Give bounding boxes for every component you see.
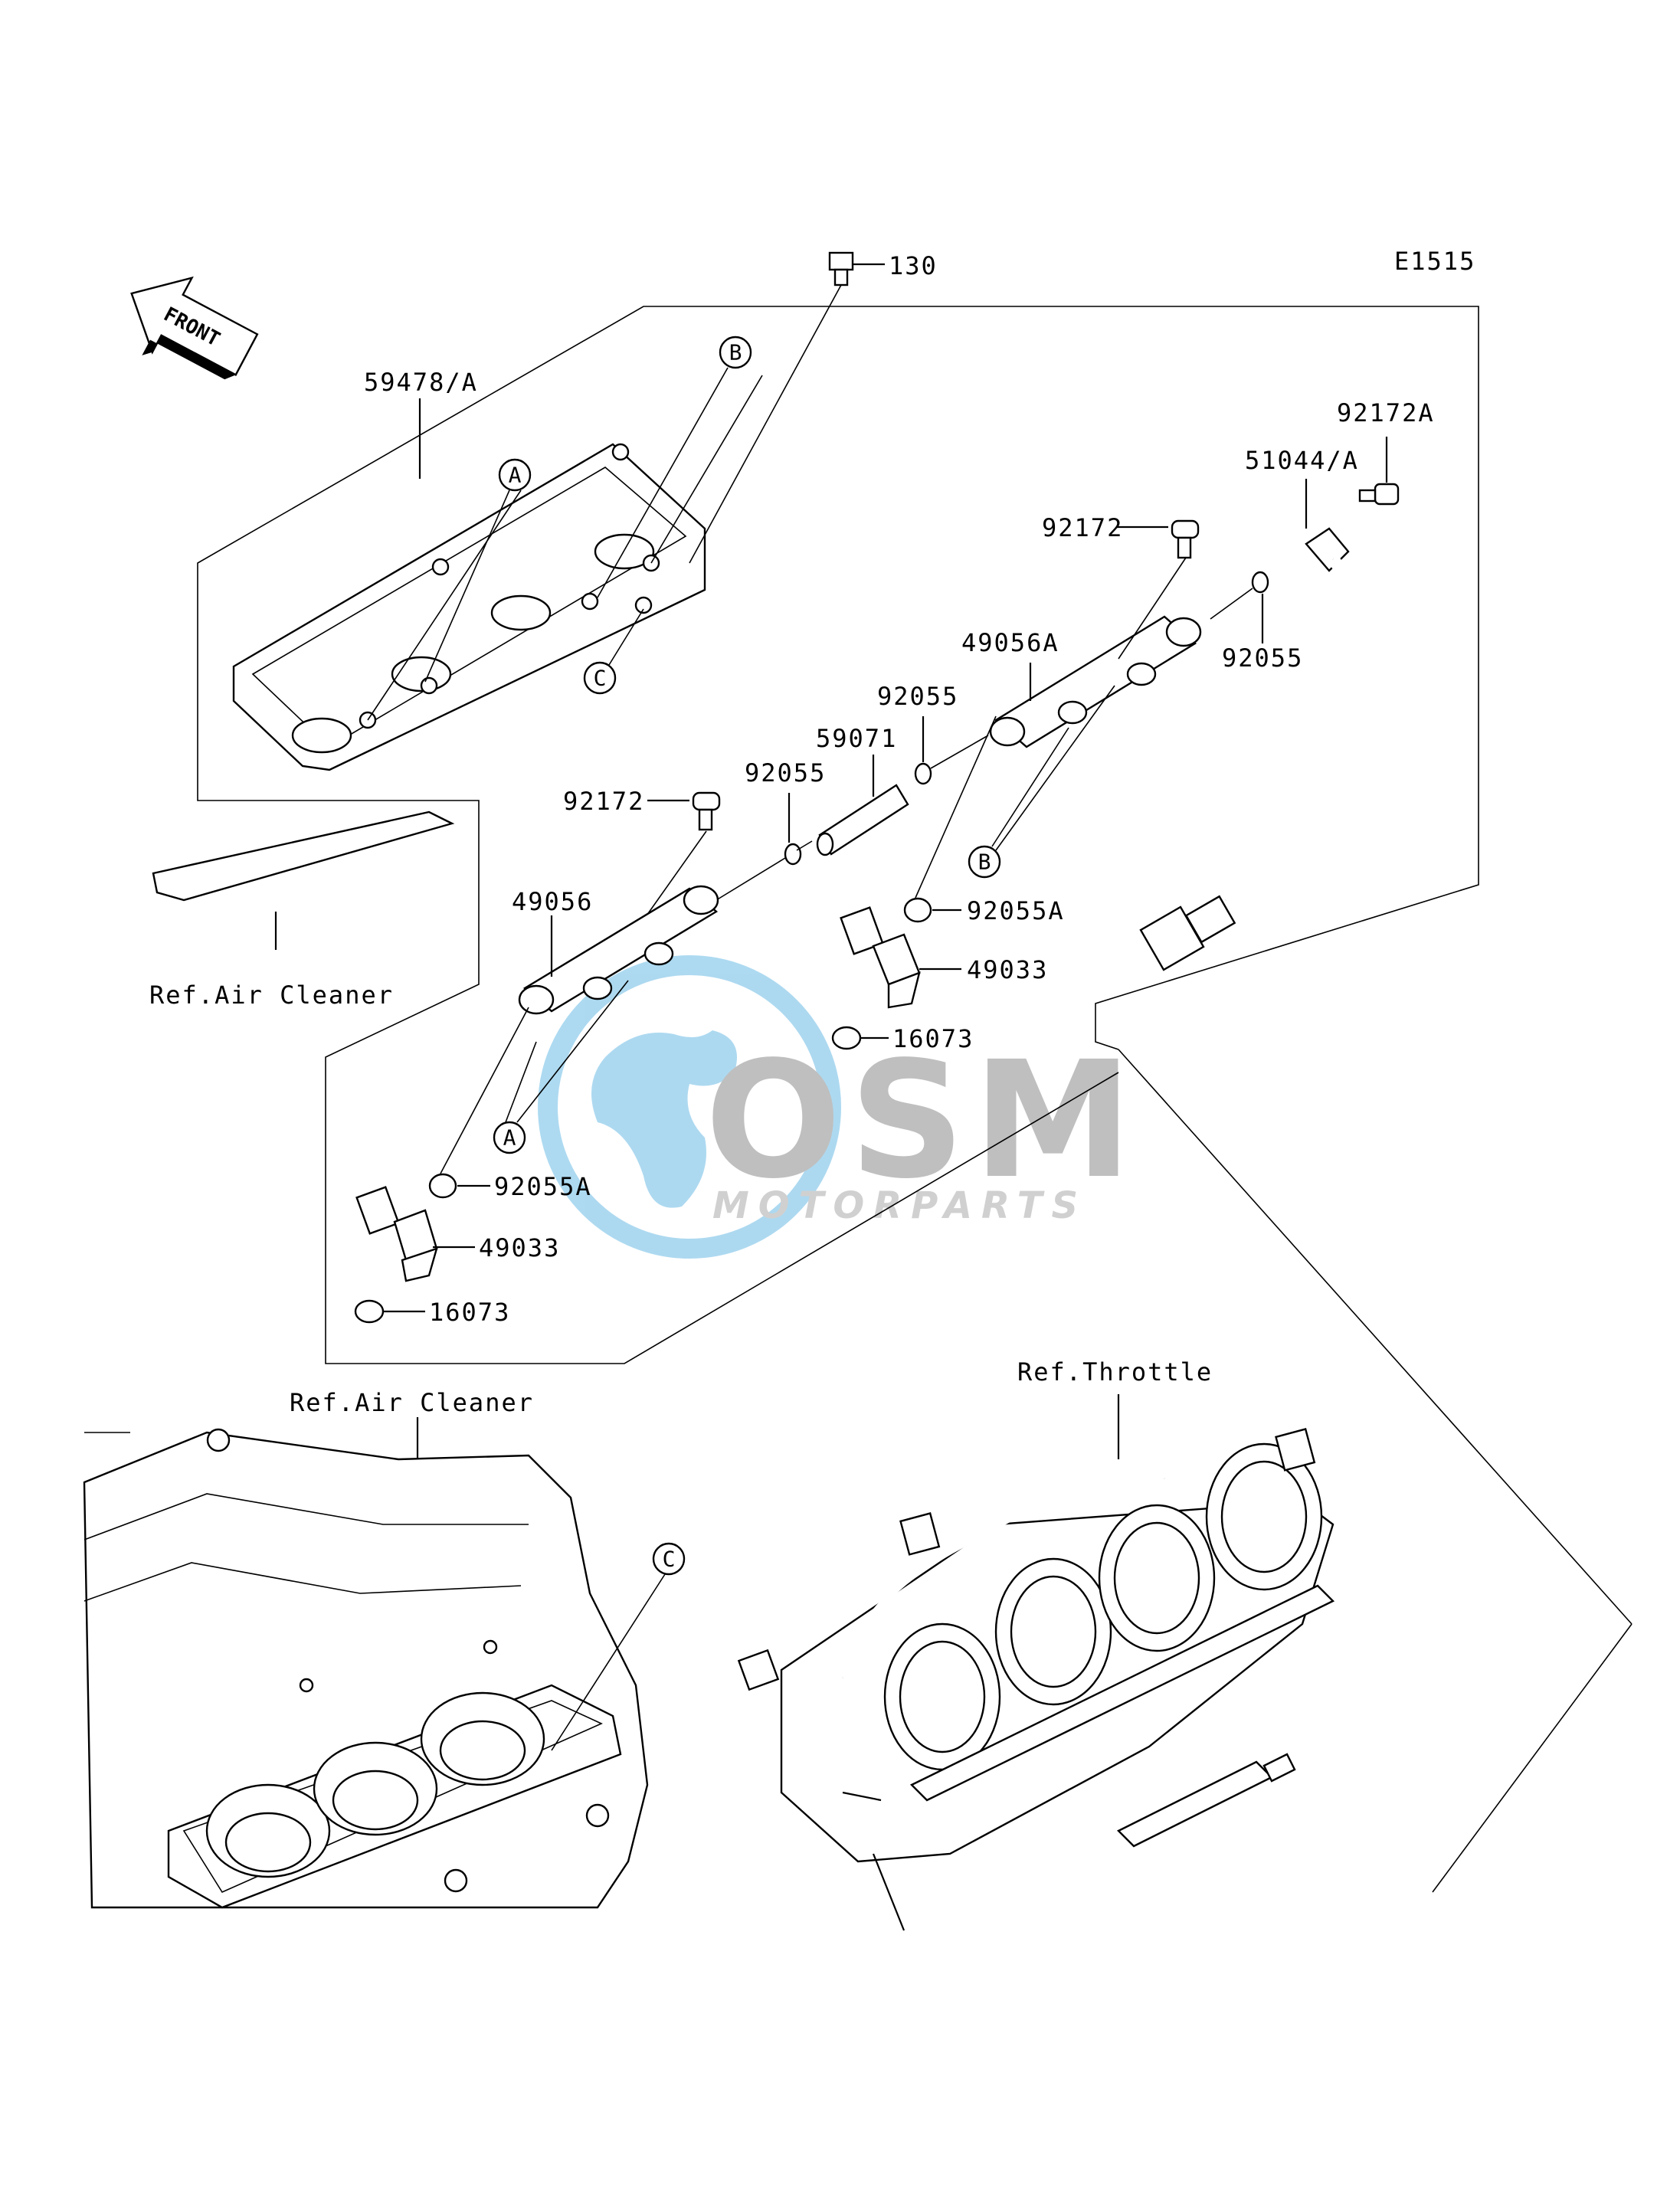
fuel-hose xyxy=(1139,527,1364,971)
screw-92172a xyxy=(1358,483,1400,506)
oring-92055-middle xyxy=(914,762,932,785)
assembly-frame xyxy=(816,306,1479,1050)
label-ref-air-cleaner-top: Ref.Air Cleaner xyxy=(149,981,394,1010)
label-92172-right: 92172 xyxy=(1042,513,1123,542)
oring-92055a-right xyxy=(903,897,932,923)
label-92055a-left: 92055A xyxy=(494,1172,592,1201)
svg-text:C: C xyxy=(663,1547,676,1572)
grommet-16073-right xyxy=(831,1026,862,1050)
label-92055a-right: 92055A xyxy=(967,896,1065,925)
watermark-globe xyxy=(538,955,841,1259)
label-49056: 49056 xyxy=(512,887,593,916)
svg-text:C: C xyxy=(594,666,607,691)
label-59071: 59071 xyxy=(816,724,897,753)
svg-text:A: A xyxy=(509,463,522,488)
air-cleaner-housing xyxy=(83,1428,649,1909)
screw-92172-left xyxy=(692,791,721,831)
label-49056a: 49056A xyxy=(961,628,1059,657)
delivery-pipe-right xyxy=(989,615,1202,748)
label-92172a: 92172A xyxy=(1337,398,1435,427)
throttle-ref-frame xyxy=(1118,1049,1633,1625)
label-92055-right: 92055 xyxy=(1222,643,1303,673)
injector-right xyxy=(840,906,921,1009)
joint-pipe-59071 xyxy=(816,784,909,856)
injector-left xyxy=(355,1186,438,1282)
watermark-brand: OSM xyxy=(705,1026,1141,1214)
bolt-130 xyxy=(828,251,854,286)
diagram-code: E1515 xyxy=(1394,247,1475,276)
oring-92055-right xyxy=(1251,571,1269,594)
label-59478a: 59478/A xyxy=(364,368,478,397)
throttle-body xyxy=(737,1428,1335,1931)
label-92055-left: 92055 xyxy=(745,758,826,787)
label-92172-left: 92172 xyxy=(563,787,644,816)
oring-92055-left xyxy=(784,843,802,866)
callout-c-top xyxy=(583,661,617,695)
callout-b-top xyxy=(719,336,752,369)
callout-a-bottom xyxy=(493,1121,526,1154)
svg-text:B: B xyxy=(729,340,742,365)
watermark-continents xyxy=(591,1030,737,1208)
label-16073-left: 16073 xyxy=(429,1298,510,1327)
label-ref-air-cleaner-bottom: Ref.Air Cleaner xyxy=(290,1388,534,1417)
label-49033-left: 49033 xyxy=(479,1233,560,1262)
watermark: OSM MOTORPARTS xyxy=(538,955,1141,1259)
label-49033-right: 49033 xyxy=(967,955,1048,984)
throttle-ref-frame-2 xyxy=(1432,1623,1633,1893)
label-51044a: 51044/A xyxy=(1245,446,1359,475)
delivery-cover xyxy=(232,443,706,771)
callout-c-bottom xyxy=(652,1542,686,1576)
label-16073-right: 16073 xyxy=(892,1024,974,1053)
callout-a-top xyxy=(498,458,532,492)
grommet-16073-left xyxy=(354,1299,385,1324)
oring-92055a-left xyxy=(428,1173,457,1199)
svg-text:B: B xyxy=(978,850,991,875)
front-arrow-icon: FRONT xyxy=(130,276,259,380)
screw-92172-right xyxy=(1171,519,1200,559)
air-cleaner-gasket xyxy=(152,810,455,902)
label-92055-middle: 92055 xyxy=(877,682,958,711)
watermark-subtitle: MOTORPARTS xyxy=(712,1184,1087,1227)
callout-b-bottom xyxy=(968,845,1001,879)
svg-text:A: A xyxy=(503,1125,516,1151)
label-130: 130 xyxy=(889,251,938,280)
label-ref-throttle: Ref.Throttle xyxy=(1017,1357,1213,1387)
delivery-pipe-left xyxy=(518,885,719,1015)
